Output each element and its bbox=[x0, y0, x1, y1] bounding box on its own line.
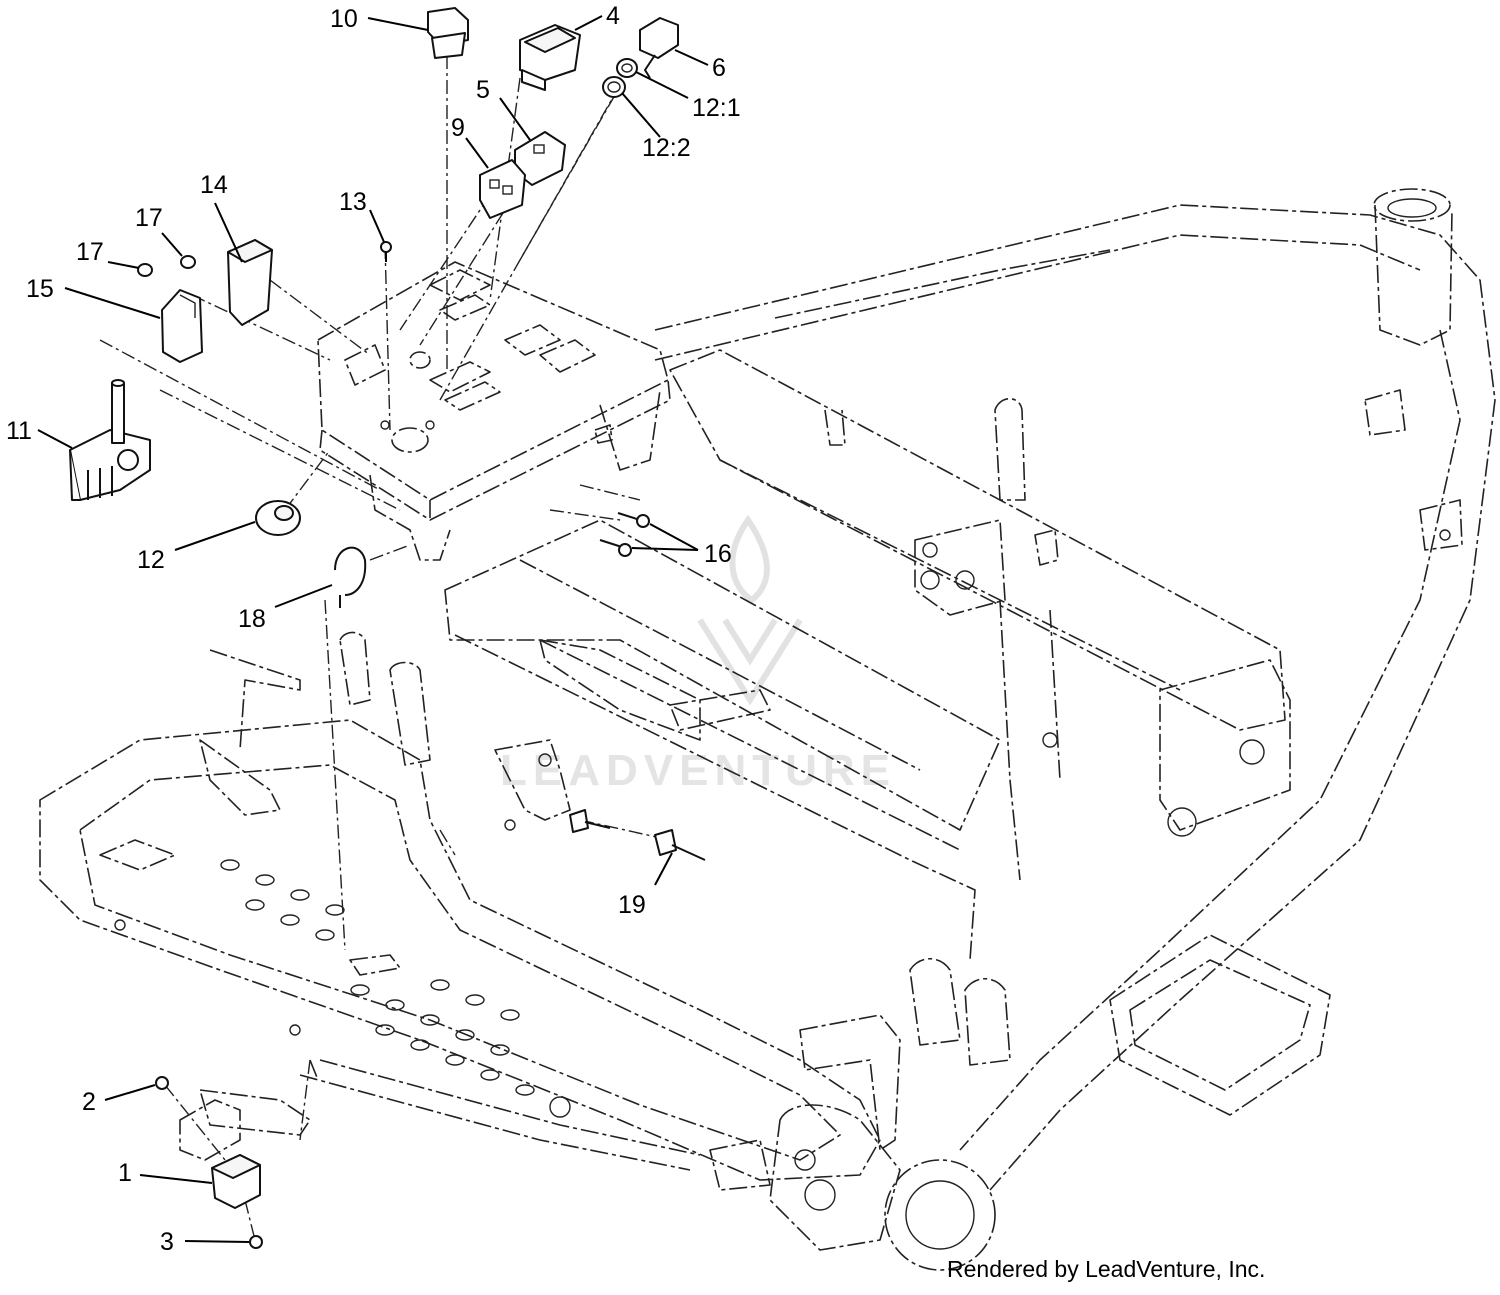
part-17-nut-b bbox=[137, 263, 153, 277]
part-4-ignition-switch bbox=[519, 24, 581, 91]
render-credit: Rendered by LeadVenture, Inc. bbox=[947, 1256, 1265, 1282]
part-9-switch bbox=[479, 159, 526, 219]
callout-4: 4 bbox=[606, 2, 620, 30]
part-18-clip bbox=[334, 546, 367, 608]
callout-18: 18 bbox=[238, 605, 266, 633]
part-17-nut-a bbox=[180, 255, 196, 269]
assembly-lines bbox=[99, 55, 671, 1241]
callout-6: 6 bbox=[712, 54, 726, 82]
part-6-key bbox=[639, 17, 679, 79]
part-19-sensor bbox=[569, 809, 706, 861]
callout-5: 5 bbox=[476, 76, 490, 104]
part-15-bracket bbox=[161, 289, 203, 363]
callout-leaders bbox=[37, 15, 709, 1243]
callout-labels: 10 4 6 12:1 5 12:2 9 14 17 13 17 15 11 1… bbox=[6, 2, 741, 1256]
callout-12-2: 12:2 bbox=[642, 134, 691, 162]
part-2-nut bbox=[155, 1076, 169, 1090]
callout-15: 15 bbox=[26, 275, 54, 303]
part-13-screw bbox=[380, 241, 392, 262]
callout-12: 12 bbox=[137, 546, 165, 574]
control-console bbox=[317, 261, 671, 561]
callout-2: 2 bbox=[82, 1088, 96, 1116]
mower-frame bbox=[39, 188, 1496, 1271]
callout-9: 9 bbox=[451, 114, 465, 142]
watermark-logo bbox=[697, 514, 803, 706]
part-12-2-washer bbox=[602, 76, 626, 98]
part-12-1-nut bbox=[616, 58, 638, 78]
callout-16: 16 bbox=[704, 540, 732, 568]
part-14-module bbox=[227, 239, 273, 326]
part-11-control-assembly bbox=[69, 379, 151, 501]
callout-10: 10 bbox=[330, 5, 358, 33]
callout-12-1: 12:1 bbox=[692, 94, 741, 122]
switch-bracket bbox=[179, 1099, 241, 1161]
callout-13: 13 bbox=[339, 188, 367, 216]
callout-11: 11 bbox=[6, 417, 32, 445]
callout-3: 3 bbox=[160, 1228, 174, 1256]
part-3-nut bbox=[249, 1235, 263, 1249]
callout-19: 19 bbox=[618, 891, 646, 919]
callout-17-upper: 17 bbox=[135, 204, 163, 232]
part-1-switch bbox=[211, 1154, 261, 1209]
callout-17-lower: 17 bbox=[76, 238, 104, 266]
part-12-cap bbox=[255, 500, 301, 536]
part-10-rocker-switch bbox=[427, 7, 469, 59]
tread-holes bbox=[220, 859, 535, 1096]
callout-1: 1 bbox=[118, 1159, 132, 1187]
part-16-bolts bbox=[599, 512, 650, 557]
callout-14: 14 bbox=[200, 171, 228, 199]
